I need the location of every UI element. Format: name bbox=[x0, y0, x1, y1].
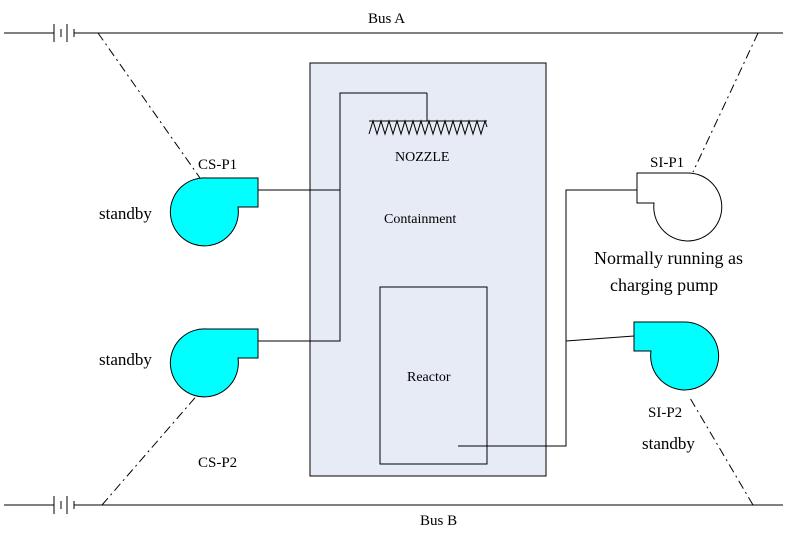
cs-p1-label: CS-P1 bbox=[198, 157, 237, 173]
cs-p2-label: CS-P2 bbox=[198, 455, 237, 471]
si-p2-pump-icon[interactable] bbox=[633, 321, 720, 391]
feed-bus-b-to-cs-p2 bbox=[101, 391, 201, 506]
feed-bus-b-to-si-p2 bbox=[689, 397, 754, 506]
cs-piping bbox=[258, 92, 427, 342]
si-p2-label: SI-P2 bbox=[648, 405, 682, 421]
cs-p2-status: standby bbox=[99, 350, 152, 369]
si-p1-label: SI-P1 bbox=[650, 155, 684, 171]
cs-p2-pump-icon[interactable] bbox=[169, 328, 259, 398]
feed-bus-a-to-cs-p1 bbox=[97, 32, 201, 179]
si-p1-status-line1: Normally running as bbox=[594, 248, 743, 268]
bus-a bbox=[4, 24, 783, 42]
feed-bus-a-to-si-p1 bbox=[692, 32, 759, 173]
cs-p1-status: standby bbox=[99, 204, 152, 223]
si-p2-status: standby bbox=[642, 434, 695, 453]
si-p1-status-line2: charging pump bbox=[610, 275, 718, 295]
power-feed-lines bbox=[97, 32, 759, 506]
bus-a-label: Bus A bbox=[368, 11, 405, 27]
bus-b bbox=[4, 496, 783, 514]
reactor-label: Reactor bbox=[407, 370, 451, 385]
cs-p1-pump-icon[interactable] bbox=[169, 177, 259, 247]
nozzle-label: NOZZLE bbox=[395, 150, 449, 165]
containment-label: Containment bbox=[384, 212, 456, 227]
bus-b-label: Bus B bbox=[420, 513, 457, 529]
spray-nozzle-header bbox=[368, 93, 488, 136]
si-p1-pump-icon[interactable] bbox=[636, 172, 723, 242]
reactor-vessel bbox=[379, 286, 488, 465]
si-piping bbox=[458, 189, 637, 447]
